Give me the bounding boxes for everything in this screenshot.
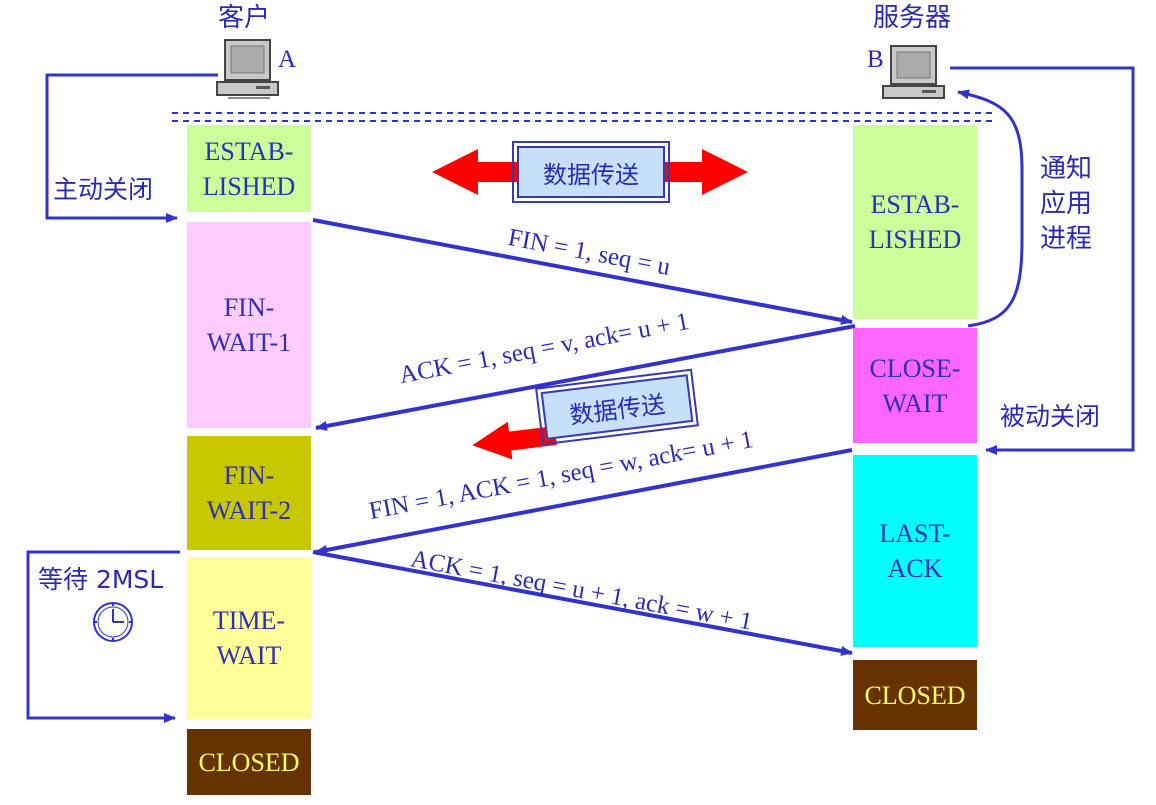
wait-2msl-label: 等待 2MSL xyxy=(38,565,164,594)
client-state-established: ESTAB- LISHED xyxy=(187,125,311,212)
fin-ack-arrow xyxy=(315,448,853,555)
clock-icon xyxy=(93,602,133,642)
server-title: 服务器 xyxy=(873,3,952,33)
server-state-close-wait: CLOSE- WAIT xyxy=(853,328,977,443)
fin-arrow xyxy=(312,218,853,325)
client-title: 客户 xyxy=(218,3,271,33)
server-state-established: ESTAB- LISHED xyxy=(853,125,977,319)
client-state-fin-wait-2: FIN- WAIT-2 xyxy=(187,436,311,550)
client-state-fin-wait-1: FIN- WAIT-1 xyxy=(187,222,311,428)
client-state-time-wait: TIME- WAIT xyxy=(187,557,311,719)
server-computer-icon xyxy=(882,45,945,99)
server-state-last-ack: LAST- ACK xyxy=(853,455,977,647)
client-letter: A xyxy=(278,46,297,73)
server-state-closed: CLOSED xyxy=(853,660,977,730)
wait-2msl-bracket xyxy=(26,550,180,723)
notify-app-label: 通知 应用 进程 xyxy=(1040,154,1093,254)
notify-app-arrow xyxy=(957,89,1024,328)
ack-arrow xyxy=(315,324,856,431)
server-letter: B xyxy=(867,46,884,73)
client-computer-icon xyxy=(216,39,279,99)
one-way-transfer-arrow xyxy=(472,421,557,460)
final-ack-arrow xyxy=(312,550,853,656)
host-separator xyxy=(172,112,995,122)
active-close-label: 主动关闭 xyxy=(53,175,154,204)
passive-close-label: 被动关闭 xyxy=(1000,402,1101,431)
data-transfer-banner: 数据传送 xyxy=(512,141,670,203)
active-close-bracket xyxy=(45,73,218,223)
passive-close-bracket xyxy=(950,66,1135,455)
client-state-closed: CLOSED xyxy=(187,729,311,795)
